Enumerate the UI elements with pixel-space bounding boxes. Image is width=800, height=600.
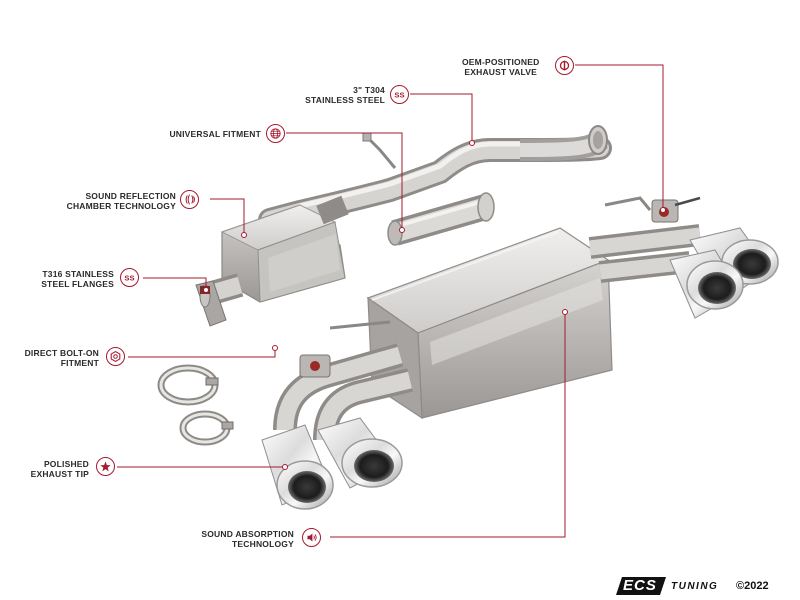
- callout-polished-tip-line2: EXHAUST TIP: [30, 469, 89, 479]
- callout-oem-valve-line1: OEM-POSITIONED: [462, 57, 540, 67]
- logo-copyright: ©2022: [736, 580, 769, 592]
- callout-polished-tip: POLISHED EXHAUST TIP: [20, 459, 89, 479]
- logo-sub: TUNING: [671, 581, 719, 592]
- callout-sound-absorption-line2: TECHNOLOGY: [232, 539, 294, 549]
- callout-t316-line2: STEEL FLANGES: [41, 279, 114, 289]
- ecs-tuning-logo: ECS TUNING ©2022: [616, 575, 796, 597]
- star-icon: [96, 457, 115, 476]
- callout-universal-line1: UNIVERSAL FITMENT: [169, 129, 261, 139]
- callout-t316: T316 STAINLESS STEEL FLANGES: [30, 269, 114, 289]
- ss-icon-text-2: SS: [124, 273, 134, 282]
- callout-bolt-on: DIRECT BOLT-ON FITMENT: [15, 348, 99, 368]
- callout-sound-reflection-line2: CHAMBER TECHNOLOGY: [66, 201, 176, 211]
- callout-universal-fitment: UNIVERSAL FITMENT: [160, 129, 261, 139]
- ss-icon-text: SS: [394, 90, 404, 99]
- callout-t304: 3" T304 STAINLESS STEEL: [305, 85, 385, 105]
- callout-oem-valve-line2: EXHAUST VALVE: [464, 67, 538, 77]
- callout-sound-reflection: SOUND REFLECTION CHAMBER TECHNOLOGY: [60, 191, 176, 211]
- callout-bolt-on-line1: DIRECT BOLT-ON: [24, 348, 99, 358]
- left-exhaust-tips: [261, 417, 403, 510]
- callout-t304-line1: 3" T304: [353, 85, 385, 95]
- v-band-clamp-2: [179, 410, 234, 446]
- sound-waves-icon: [180, 190, 199, 209]
- callout-oem-valve: OEM-POSITIONED EXHAUST VALVE: [462, 57, 539, 77]
- resonator-chamber: [201, 195, 349, 307]
- globe-icon: [266, 124, 285, 143]
- callout-polished-tip-line1: POLISHED: [43, 459, 89, 469]
- callout-sound-reflection-line1: SOUND REFLECTION: [85, 191, 176, 201]
- callout-sound-absorption: SOUND ABSORPTION TECHNOLOGY: [194, 529, 294, 549]
- callout-sound-absorption-line1: SOUND ABSORPTION: [201, 529, 294, 539]
- speaker-icon: [302, 528, 321, 547]
- valve-icon: [555, 56, 574, 75]
- logo-brand: ECS: [623, 577, 657, 594]
- callout-bolt-on-line2: FITMENT: [60, 358, 99, 368]
- separate-pipe-section: [387, 192, 495, 246]
- hex-nut-icon: [106, 347, 125, 366]
- v-band-clamp-1: [157, 364, 219, 406]
- right-exhaust-tips: [669, 227, 779, 319]
- callout-t304-line2: STAINLESS STEEL: [305, 95, 385, 105]
- ss-icon: SS: [390, 85, 409, 104]
- ss-icon: SS: [120, 268, 139, 287]
- callout-t316-line1: T316 STAINLESS: [42, 269, 114, 279]
